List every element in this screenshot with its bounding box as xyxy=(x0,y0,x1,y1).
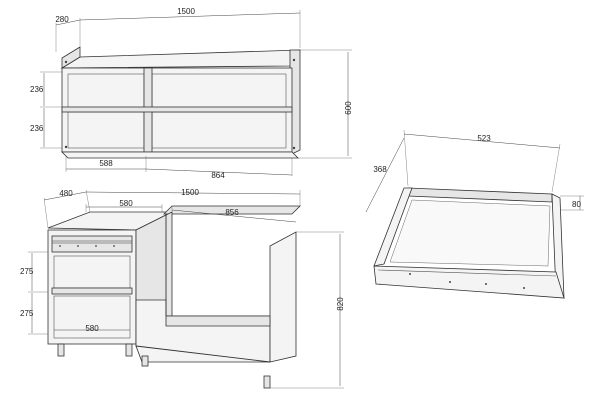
wall-width-label: 1500 xyxy=(177,7,195,16)
wall-shelf-bottom-label: 236 xyxy=(30,124,44,133)
drawer-depth-label: 368 xyxy=(373,165,387,174)
wall-depth-label: 280 xyxy=(55,15,69,24)
base-open-section-label: 856 xyxy=(225,208,239,217)
base-drawer-width-label: 580 xyxy=(119,199,133,208)
base-cabinet: 480 1500 580 856 820 275 275 580 xyxy=(20,188,345,389)
wall-shelf-top-label: 236 xyxy=(30,85,44,94)
base-upper-spacing-label: 275 xyxy=(20,267,34,276)
wall-right-section-label: 864 xyxy=(211,171,225,180)
wall-height-label: 600 xyxy=(344,101,353,115)
base-height-label: 820 xyxy=(336,297,345,311)
base-depth-label: 480 xyxy=(59,189,73,198)
wall-left-section-label: 588 xyxy=(99,159,113,168)
wall-cabinet: 280 1500 600 236 236 588 864 xyxy=(30,7,353,180)
drawer-width-label: 523 xyxy=(477,134,491,143)
drawer-height-label: 80 xyxy=(572,200,581,209)
base-bottom-width-label: 580 xyxy=(85,324,99,333)
drawer-box: 523 368 80 xyxy=(365,129,584,299)
base-width-label: 1500 xyxy=(181,188,199,197)
base-lower-spacing-label: 275 xyxy=(20,309,34,318)
